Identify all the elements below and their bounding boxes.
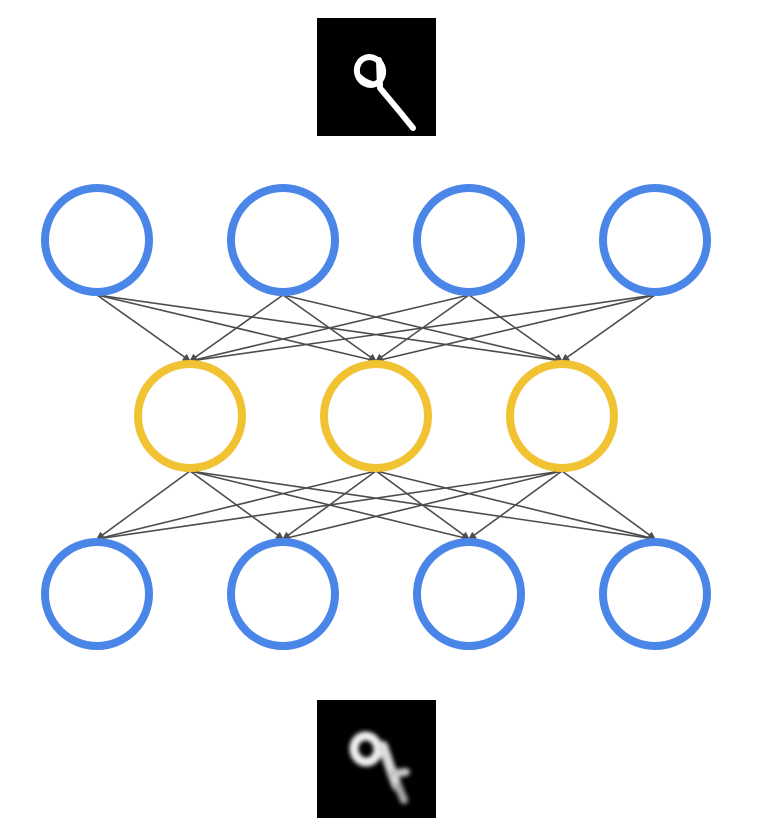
input-node-1 <box>41 184 153 296</box>
hidden-node-2 <box>320 360 432 472</box>
nodes-layer <box>41 184 711 650</box>
edge-hidden-3-to-output-1 <box>96 470 563 542</box>
input-node-4 <box>599 184 711 296</box>
output-node-4 <box>599 538 711 650</box>
input-node-2 <box>227 184 339 296</box>
edge-input-1-to-hidden-1 <box>96 294 191 362</box>
output-node-1 <box>41 538 153 650</box>
connections-layer <box>96 294 656 542</box>
hidden-node-1 <box>134 360 246 472</box>
input-node-3 <box>413 184 525 296</box>
hidden-node-3 <box>506 360 618 472</box>
input-digit-image <box>317 18 436 136</box>
edge-hidden-2-to-output-1 <box>96 470 377 542</box>
output-node-3 <box>413 538 525 650</box>
edge-hidden-3-to-output-4 <box>561 470 656 540</box>
reconstructed-digit-9-image <box>349 731 410 804</box>
output-digit-image <box>317 700 436 818</box>
edge-input-3-to-hidden-1 <box>189 294 470 364</box>
edge-hidden-3-to-output-2 <box>282 470 563 542</box>
output-node-2 <box>227 538 339 650</box>
edge-input-4-to-hidden-1 <box>189 294 656 364</box>
edge-hidden-1-to-output-1 <box>96 470 191 540</box>
edge-input-2-to-hidden-1 <box>189 294 284 362</box>
edge-input-4-to-hidden-3 <box>561 294 656 362</box>
edge-input-4-to-hidden-2 <box>375 294 656 364</box>
edge-hidden-3-to-output-3 <box>468 470 563 540</box>
handwritten-digit-9-image <box>353 54 416 131</box>
